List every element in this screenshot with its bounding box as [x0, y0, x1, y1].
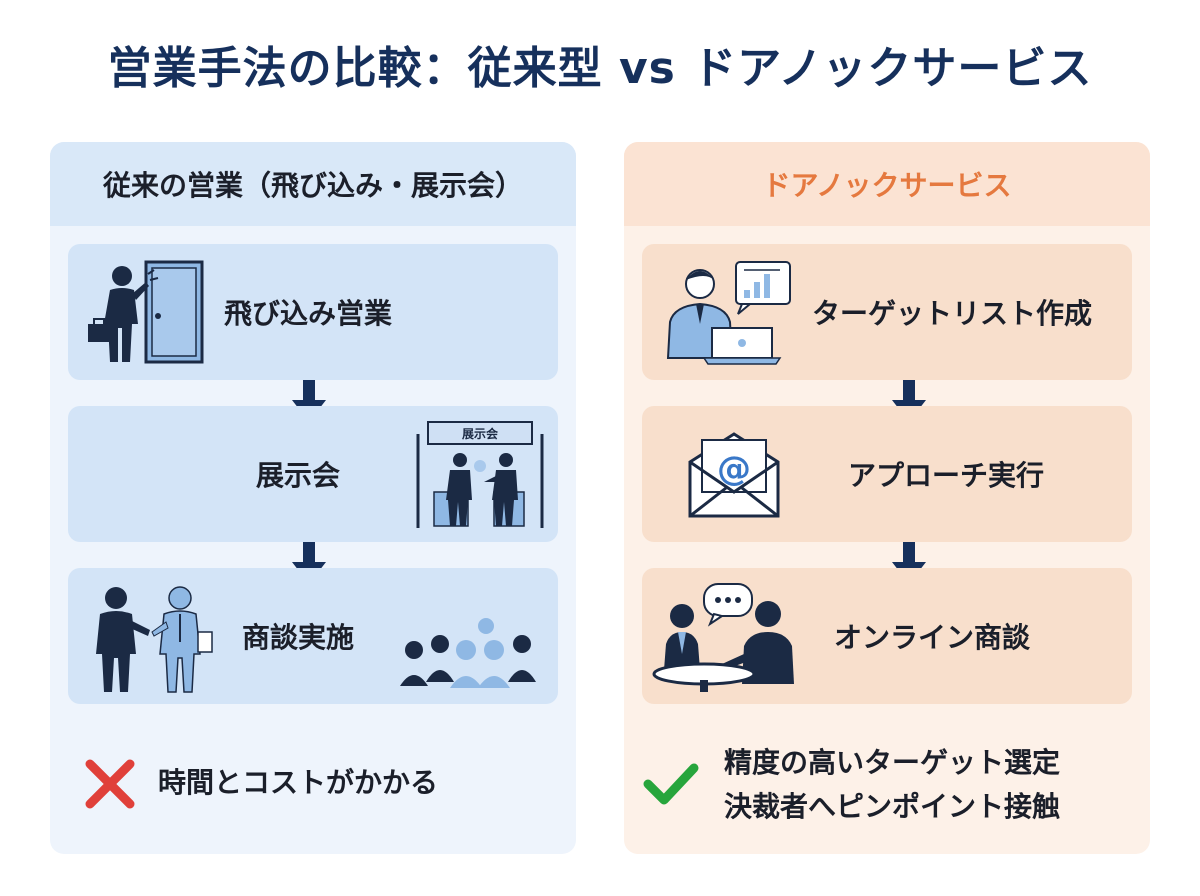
target-list-step: ターゲットリスト作成 — [642, 244, 1132, 380]
traditional-sales-panel: 従来の営業（飛び込み・展示会） 飛び込み営業 展示会 展示会 — [50, 142, 576, 854]
page-title: 営業手法の比較：従来型 vs ドアノックサービス — [107, 43, 1093, 94]
traditional-result: 時間とコストがかかる — [50, 732, 576, 842]
door-knock-result-line-2: 決裁者へピンポイント接触 — [724, 790, 1061, 823]
door-knock-result-line-1: 精度の高いターゲット選定 — [724, 746, 1061, 779]
approach-step: @ アプローチ実行 — [642, 406, 1132, 542]
door-knock-icon — [88, 260, 204, 364]
at-symbol: @ — [717, 449, 751, 489]
approach-label: アプローチ実行 — [848, 459, 1045, 492]
traditional-result-text: 時間とコストがかかる — [158, 766, 439, 799]
business-meeting-step: 商談実施 — [68, 568, 558, 704]
business-meeting-icon — [96, 586, 213, 693]
online-meeting-label: オンライン商談 — [834, 621, 1031, 654]
laptop-analysis-icon — [666, 261, 791, 365]
door-knock-result: 精度の高いターゲット選定 決裁者へピンポイント接触 — [624, 732, 1150, 842]
audience-group-icon — [400, 618, 536, 688]
exhibition-step: 展示会 展示会 — [68, 406, 558, 542]
door-knock-service-panel: ドアノックサービス ターゲットリスト作成 @ — [624, 142, 1150, 854]
door-knock-service-header: ドアノックサービス — [624, 142, 1150, 226]
door-knock-sales-step: 飛び込み営業 — [68, 244, 558, 380]
exhibition-booth-icon: 展示会 — [416, 421, 544, 528]
online-meeting-icon — [652, 583, 794, 692]
check-icon — [643, 763, 699, 805]
door-knock-sales-label: 飛び込み営業 — [224, 297, 393, 330]
online-meeting-step: オンライン商談 — [642, 568, 1132, 704]
booth-sign-text: 展示会 — [462, 426, 499, 441]
target-list-label: ターゲットリスト作成 — [812, 297, 1093, 330]
traditional-sales-header: 従来の営業（飛び込み・展示会） — [50, 142, 576, 226]
business-meeting-label: 商談実施 — [242, 621, 355, 654]
exhibition-label: 展示会 — [256, 459, 341, 492]
email-envelope-icon: @ — [688, 432, 780, 518]
cross-icon — [85, 759, 135, 809]
